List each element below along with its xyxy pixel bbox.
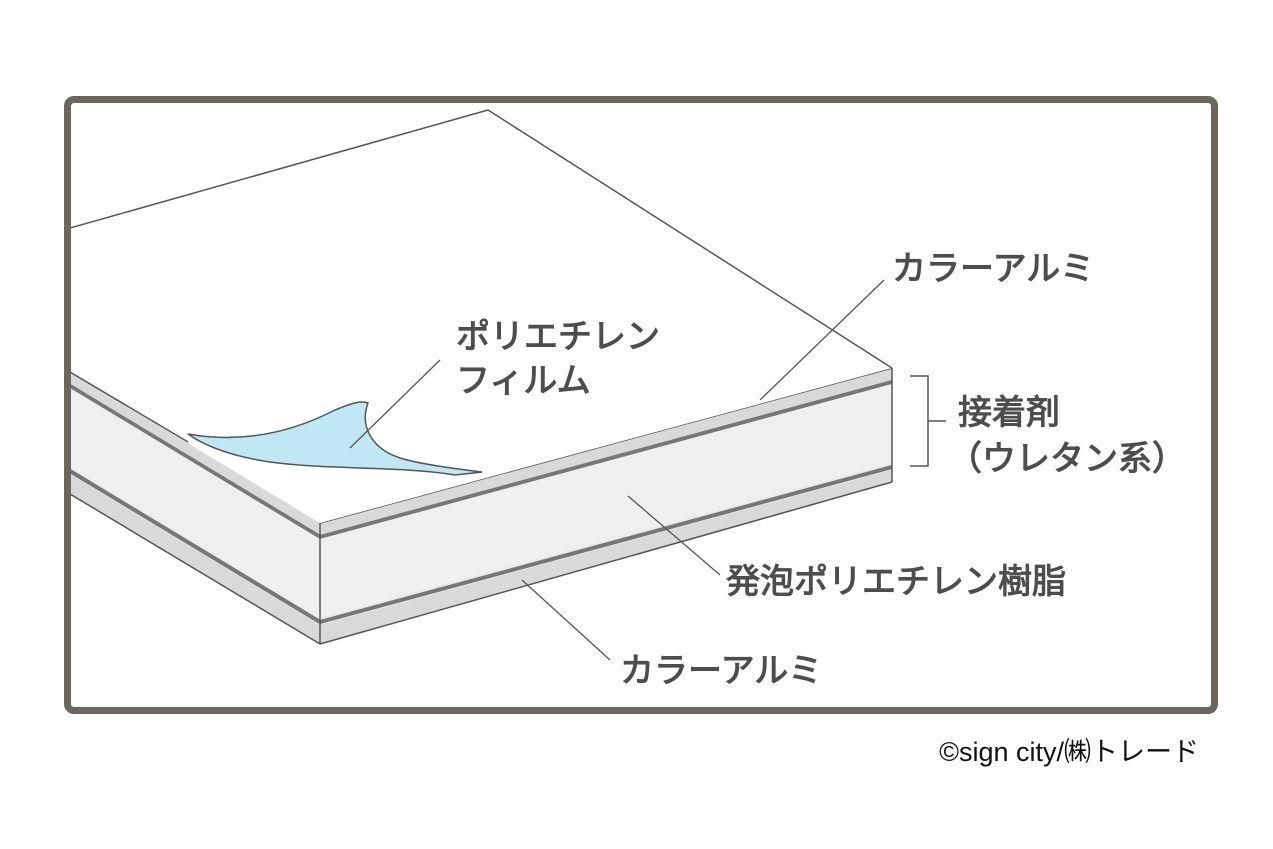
bottom-edge-side	[319, 481, 893, 645]
polyethylene-film	[187, 401, 483, 476]
top-aluminum-side	[320, 368, 892, 535]
copyright-text: ©sign city/㈱トレード	[939, 737, 1199, 767]
bottom-edge-front	[71, 493, 321, 645]
bottom-adhesive-line-front	[71, 469, 322, 624]
label-polyethylene-film-line1: ポリエチレン	[456, 317, 660, 357]
bottom-adhesive-line-side	[319, 465, 893, 624]
leader-foam-core	[627, 495, 721, 576]
label-color-aluminum-top: カラーアルミ	[892, 249, 1094, 289]
panel-top-surface	[71, 110, 892, 523]
top-front-left-edge	[71, 371, 189, 443]
top-adhesive-line-front	[71, 384, 322, 539]
leader-color-aluminum-top	[759, 279, 885, 401]
bottom-aluminum-front	[71, 474, 320, 644]
foam-core-front	[71, 388, 320, 618]
label-adhesive-line1: 接着剤	[958, 393, 1060, 433]
label-foam-core: 発泡ポリエチレン樹脂	[726, 562, 1066, 602]
label-polyethylene-film-line2: フィルム	[456, 361, 591, 401]
top-aluminum-front	[71, 372, 320, 535]
top-back-edge	[71, 109, 489, 229]
top-adhesive-line-side	[319, 380, 893, 539]
leader-polyethylene-film	[349, 359, 441, 449]
foam-core-side	[320, 384, 892, 618]
adhesive-bracket	[910, 375, 929, 467]
composite-panel-diagram: カラーアルミ ポリエチレン フィルム 接着剤 （ウレタン系） 発泡ポリエチレン樹…	[71, 109, 1186, 691]
label-adhesive-line2: （ウレタン系）	[948, 439, 1186, 479]
label-color-aluminum-bottom: カラーアルミ	[620, 651, 822, 691]
bottom-aluminum-side	[320, 470, 892, 644]
diagram-frame: カラーアルミ ポリエチレン フィルム 接着剤 （ウレタン系） 発泡ポリエチレン樹…	[64, 96, 1218, 714]
leader-color-aluminum-bottom	[521, 579, 611, 661]
top-right-edge	[487, 109, 893, 369]
